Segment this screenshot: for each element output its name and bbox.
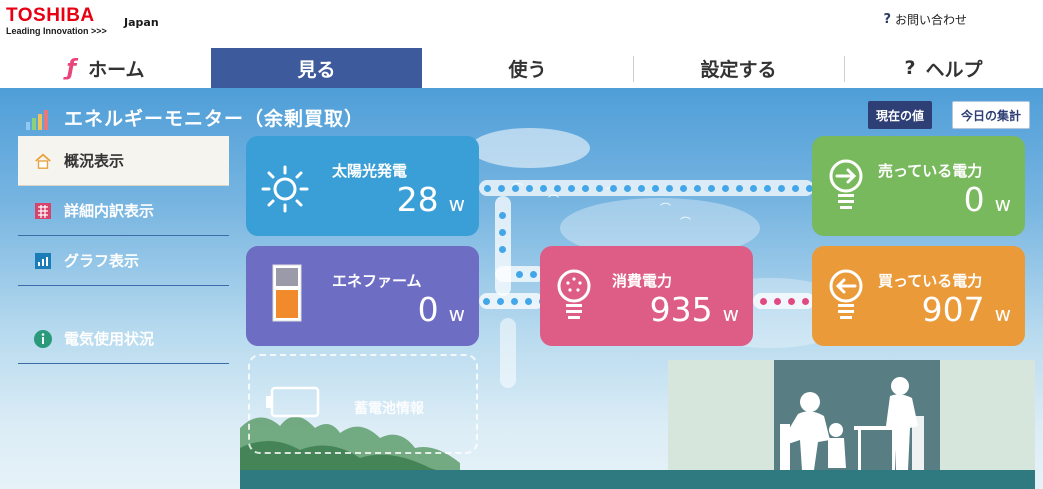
contact-link[interactable]: ? お問い合わせ	[883, 11, 967, 28]
sidebar-item-usage[interactable]: 電気使用状況	[18, 314, 229, 364]
nav-settings[interactable]: 設定する	[633, 48, 844, 88]
enefarm-label: エネファーム	[332, 272, 422, 290]
consumption-watts: 935	[649, 290, 713, 329]
grid-icon	[34, 202, 52, 220]
nav-home[interactable]: ƒ ホーム	[0, 48, 211, 88]
buy-arrow-icon	[829, 269, 863, 319]
today-summary-button[interactable]: 今日の集計	[952, 101, 1031, 129]
flow-dots-vertical	[499, 212, 506, 253]
sidebar-item-label: グラフ表示	[64, 252, 140, 270]
bulb-icon	[557, 269, 591, 319]
region-label: Japan	[124, 16, 159, 29]
sidebar-item-overview[interactable]: 概況表示	[18, 136, 229, 186]
consumption-unit: w	[722, 302, 739, 326]
selling-label: 売っている電力	[878, 162, 983, 180]
sidebar-item-detail[interactable]: 詳細内訳表示	[18, 186, 229, 236]
main-nav: ƒ ホーム 見る 使う 設定する ? ヘルプ	[0, 48, 1043, 88]
battery-icon	[266, 386, 320, 418]
sidebar-item-label: 電気使用状況	[64, 330, 155, 348]
sidebar: 概況表示 詳細内訳表示 グラフ表示 電気使用状況	[18, 136, 229, 364]
nav-help[interactable]: ? ヘルプ	[844, 48, 1043, 88]
sidebar-item-graph[interactable]: グラフ表示	[18, 236, 229, 286]
bird-icon: ⌒	[680, 216, 691, 229]
page-title: エネルギーモニター（余剰買取）	[64, 108, 365, 130]
energy-monitor-panel: ⌒ ⌒ ⌒ ⌒ ⌒ エネルギーモニター（余剰買取） 現在の値 今日の集計 概況表…	[0, 88, 1043, 489]
house-interior-decoration	[668, 360, 1035, 480]
solar-watts: 28	[396, 180, 439, 219]
enefarm-watts: 0	[417, 290, 439, 329]
buying-value: 907 w	[922, 290, 1011, 329]
consumption-value: 935 w	[650, 290, 739, 329]
question-icon: ?	[883, 12, 891, 27]
top-header: TOSHIBA Leading Innovation >>> Japan ? お…	[0, 0, 1043, 46]
consumption-card[interactable]: 消費電力 935 w	[540, 246, 753, 346]
battery-info-card[interactable]: 蓄電池情報	[248, 354, 478, 454]
bird-icon: ⌒	[548, 194, 559, 207]
family-silhouette	[774, 360, 940, 470]
flow-dots-solar-cons	[516, 271, 537, 278]
logo-tagline: Leading Innovation >>>	[6, 26, 107, 36]
selling-unit: w	[994, 192, 1011, 216]
buying-watts: 907	[921, 290, 985, 329]
info-icon	[34, 329, 52, 348]
house-icon	[34, 152, 52, 170]
selling-watts: 0	[963, 180, 985, 219]
nav-settings-label: 設定する	[700, 58, 777, 81]
enefarm-card[interactable]: エネファーム 0 w	[246, 246, 479, 346]
flow-dots-solar-sell	[484, 185, 813, 192]
logo-wordmark: TOSHIBA	[6, 5, 95, 26]
battery-label: 蓄電池情報	[354, 401, 424, 417]
enefarm-unit: w	[448, 302, 465, 326]
solar-label: 太陽光発電	[332, 162, 408, 180]
help-icon: ?	[904, 57, 916, 79]
home-flame-icon: ƒ	[66, 55, 77, 81]
buying-label: 買っている電力	[878, 272, 983, 290]
consumption-label: 消費電力	[612, 272, 673, 290]
sun-icon	[261, 165, 309, 213]
solar-unit: w	[448, 192, 465, 216]
sell-arrow-icon	[829, 159, 863, 209]
nav-home-label: ホーム	[88, 58, 145, 81]
chart-icon	[34, 252, 52, 270]
sidebar-item-label: 概況表示	[64, 152, 125, 170]
nav-use[interactable]: 使う	[422, 48, 633, 88]
bird-icon: ⌒	[660, 202, 671, 215]
current-values-button[interactable]: 現在の値	[868, 101, 933, 129]
buying-unit: w	[994, 302, 1011, 326]
flow-path	[479, 180, 814, 196]
nav-help-label: ヘルプ	[925, 58, 983, 81]
selling-value: 0 w	[964, 180, 1011, 219]
floor-strip	[240, 470, 1035, 489]
trees-decoration	[240, 416, 460, 478]
cloud-decoration	[470, 128, 590, 168]
flow-path	[500, 318, 516, 388]
sidebar-item-label: 詳細内訳表示	[64, 202, 155, 220]
nav-use-label: 使う	[508, 58, 547, 81]
contact-label: お問い合わせ	[894, 13, 967, 27]
enefarm-value: 0 w	[418, 290, 465, 329]
nav-view-label: 見る	[297, 58, 336, 81]
flow-path	[753, 293, 815, 309]
solar-generation-card[interactable]: 太陽光発電 28 w	[246, 136, 479, 236]
fuel-cell-icon	[272, 264, 302, 322]
energy-bars-icon	[26, 110, 48, 130]
selling-power-card[interactable]: 売っている電力 0 w	[812, 136, 1025, 236]
solar-value: 28 w	[397, 180, 465, 219]
toshiba-logo[interactable]: TOSHIBA Leading Innovation >>>	[6, 6, 107, 37]
nav-view[interactable]: 見る	[211, 48, 422, 88]
buying-power-card[interactable]: 買っている電力 907 w	[812, 246, 1025, 346]
